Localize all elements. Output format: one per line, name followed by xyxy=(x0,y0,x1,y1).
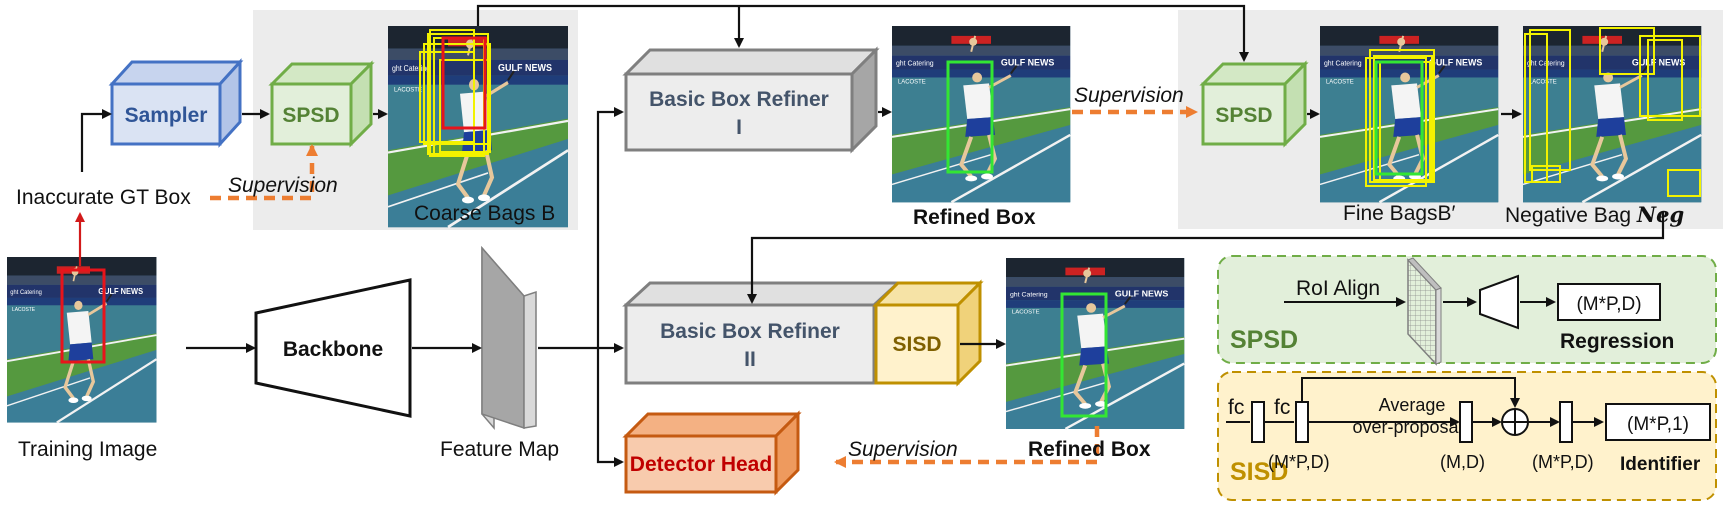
sisd-output-dim: (M*P,1) xyxy=(1627,414,1689,435)
roi-align-label: RoI Align xyxy=(1296,277,1380,300)
refined-box-1-rect xyxy=(946,60,994,174)
feature-map-slab xyxy=(481,245,537,431)
negative-bag-boxes xyxy=(1524,27,1701,197)
dim-label-2: (M,D) xyxy=(1440,452,1485,472)
supervision-3-label: Supervision xyxy=(848,438,958,461)
avg-label-line1: Average xyxy=(1379,395,1446,415)
backbone-label: Backbone xyxy=(283,338,383,361)
detector-head-box: Detector Head xyxy=(622,410,802,496)
training-image xyxy=(5,255,159,425)
fine-bag-green-box xyxy=(1374,60,1424,176)
sampler-box: Sampler xyxy=(108,58,244,148)
coarse-gt-box xyxy=(441,36,487,130)
feature-map-label: Feature Map xyxy=(440,438,559,461)
sampler-label: Sampler xyxy=(125,104,208,127)
fc2-label: fc xyxy=(1274,396,1290,419)
spsd-1-label: SPSD xyxy=(282,104,339,127)
training-image-label: Training Image xyxy=(18,438,157,461)
refined-box-1-label: Refined Box xyxy=(913,206,1036,229)
dim-label-1: (M*P,D) xyxy=(1268,452,1330,472)
roi-feature-grid xyxy=(1407,257,1442,366)
refined-box-image-1 xyxy=(890,24,1073,205)
fine-bags-label: Fine BagsB′ xyxy=(1343,202,1456,225)
inaccurate-gt-box-label: Inaccurate GT Box xyxy=(16,186,191,209)
regression-label: Regression xyxy=(1560,330,1674,353)
refiner-2-numeral: II xyxy=(744,348,756,371)
coarse-bag-boxes xyxy=(419,29,491,157)
detector-head-label: Detector Head xyxy=(630,453,772,476)
supervision-arrows xyxy=(210,106,1198,468)
supervision-2-label: Supervision xyxy=(1074,84,1184,107)
refiner-1-title: Basic Box Refiner xyxy=(649,88,829,111)
refiner-2-title: Basic Box Refiner xyxy=(660,320,840,343)
refined-box-2-label: Refined Box xyxy=(1028,438,1151,461)
spsd-2-label: SPSD xyxy=(1215,104,1272,127)
basic-refiner-2-box: Basic Box Refiner II xyxy=(622,281,902,385)
add-op-icon xyxy=(1501,408,1529,436)
supervision-1-label: Supervision xyxy=(228,174,338,197)
identifier-label: Identifier xyxy=(1620,454,1701,475)
fc1-label: fc xyxy=(1228,396,1244,419)
dim-label-3: (M*P,D) xyxy=(1532,452,1594,472)
negative-bag-image xyxy=(1521,24,1704,205)
spsd-box-1: SPSD xyxy=(268,60,375,148)
sisd-box: SISD xyxy=(872,279,984,387)
fine-bag-image xyxy=(1318,24,1501,205)
sisd-label: SISD xyxy=(892,333,941,356)
spsd-box-2: SPSD xyxy=(1199,60,1309,148)
flow-arrows xyxy=(80,4,1665,467)
avg-label-line2: over-proposals xyxy=(1352,417,1471,437)
refined-box-2-rect xyxy=(1060,292,1108,418)
backbone-block: Backbone xyxy=(254,278,412,418)
spsd-legend-panel: SPSD RoI Align (M*P,D) Regression xyxy=(1217,255,1717,366)
spsd-output-dim: (M*P,D) xyxy=(1576,294,1641,315)
sisd-legend-title: SISD xyxy=(1230,458,1288,486)
negative-bag-label: Negative Bag Neg xyxy=(1505,202,1684,227)
gt-box-training xyxy=(60,268,106,364)
basic-refiner-1-box: Basic Box Refiner I xyxy=(622,46,880,154)
coarse-bags-label: Coarse Bags B xyxy=(414,202,555,225)
refiner-1-numeral: I xyxy=(736,116,742,139)
refined-box-image-2 xyxy=(1004,256,1187,431)
spsd-legend-title: SPSD xyxy=(1230,326,1298,354)
sisd-legend-panel: SISD fc fc Average over-proposals (M*P,1… xyxy=(1217,371,1717,501)
